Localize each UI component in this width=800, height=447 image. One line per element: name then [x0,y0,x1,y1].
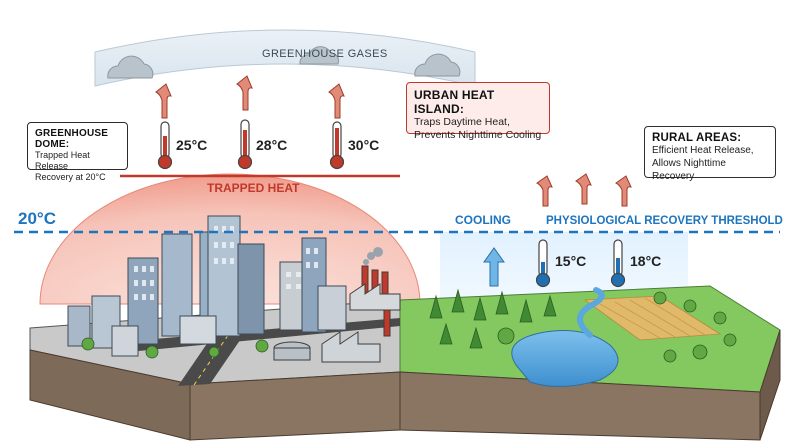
building-windows [134,226,318,300]
recovery-threshold-label: PHYSIOLOGICAL RECOVERY THRESHOLD [546,215,783,227]
cool-arrow-icon [483,247,505,287]
rural-areas-title: RURAL AREAS: [652,132,742,144]
urban-temp-28: 28°C [256,137,287,153]
greenhouse-dome-line1: Trapped Heat Release [35,150,90,171]
urban-heat-island-title: URBAN HEAT ISLAND: [414,88,495,116]
thermometer-cold-icon [535,239,626,288]
urban-heat-island-callout: URBAN HEAT ISLAND: Traps Daytime Heat, P… [406,82,550,141]
lake [511,287,619,388]
tree-icon [81,288,737,363]
thermometer-hot-icon [157,119,345,170]
trapped-heat-label: TRAPPED HEAT [207,181,300,195]
greenhouse-dome-title: GREENHOUSE DOME: [35,128,109,150]
rural-sky-wash [440,232,688,298]
greenhouse-dome-callout: GREENHOUSE DOME: Trapped Heat Release Re… [27,122,128,182]
threshold-temp-label: 20°C [18,209,56,228]
rural-areas-callout: RURAL AREAS: Efficient Heat Release, All… [644,126,776,182]
greenhouse-dome-line2: Recovery at 20°C [35,172,106,182]
urban-temp-30: 30°C [348,137,379,153]
greenhouse-gas-band: GREENHOUSE GASES [94,29,476,87]
rural-areas-line1: Efficient Heat Release, [652,145,754,156]
heat-arrow-icon [155,75,632,207]
rural-temp-15: 15°C [555,253,586,269]
cooling-label: COOLING [455,213,511,227]
urban-heat-island-line1: Traps Daytime Heat, [414,116,510,128]
cloud-icon [107,46,461,79]
rural-temp-18: 18°C [630,253,661,269]
greenhouse-gases-label: GREENHOUSE GASES [262,48,388,60]
rural-areas-line2: Allows Nighttime Recovery [652,158,726,182]
urban-temp-25: 25°C [176,137,207,153]
urban-heat-island-line2: Prevents Nighttime Cooling [414,129,542,141]
factory-icon [273,265,401,363]
smoke-icon [363,247,383,265]
